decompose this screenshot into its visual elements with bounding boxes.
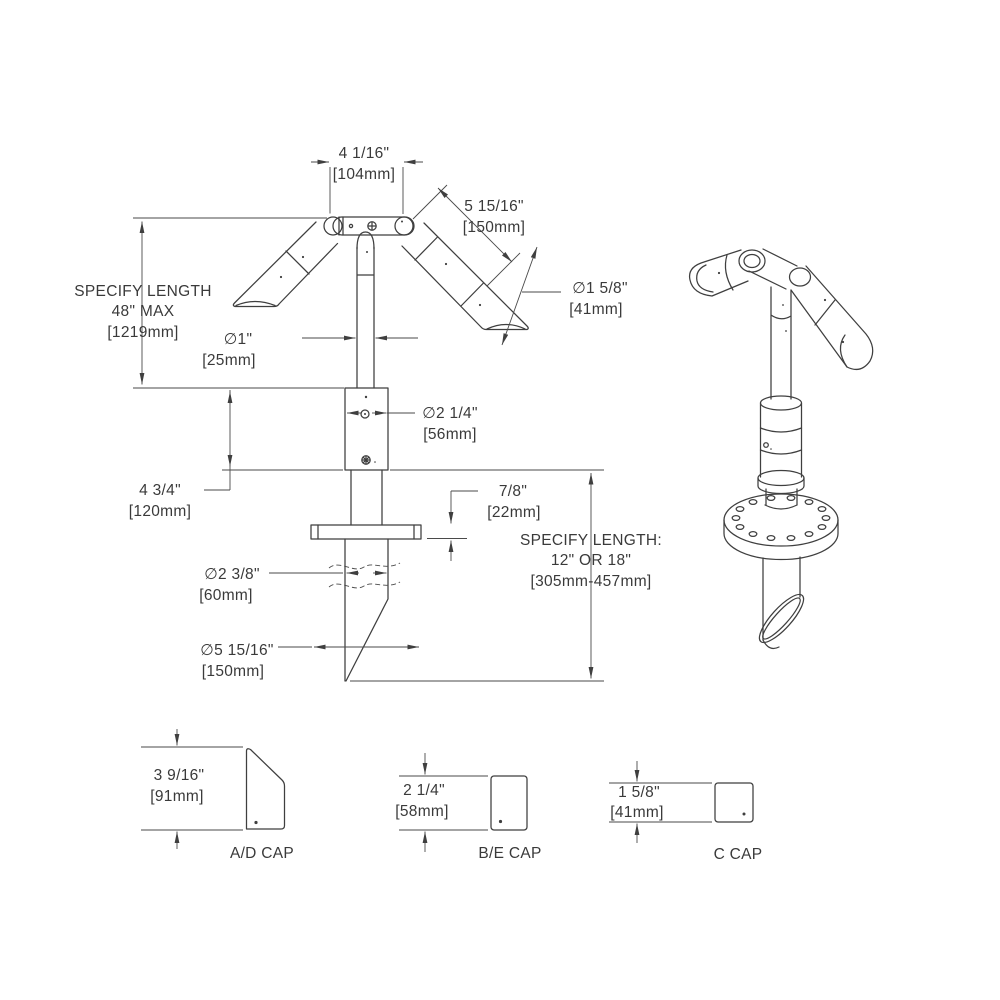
lower-tube [350,469,383,526]
dim-sleeve-dia-in: ∅2 1/4" [422,405,478,422]
cap-ad-dim-in: 3 9/16" [154,767,205,784]
dim-stake-len-2: 12" OR 18" [551,552,631,569]
cap-details: 3 9/16" [91mm] A/D CAP 2 1/4" [58mm] B/E… [141,729,762,863]
iso-flange [723,493,839,561]
left-arm [232,221,339,308]
dim-arm-dia-in: ∅1 5/8" [572,280,628,297]
dim-post-dia-mm: [25mm] [202,352,255,369]
dimension-labels: 4 1/16" [104mm] 5 15/16" [150mm] ∅1 5/8"… [74,145,662,680]
dim-flange-dia-in: ∅5 15/16" [200,642,273,659]
dim-arm-length-in: 5 15/16" [464,198,524,215]
iso-stake [758,556,805,650]
dim-post-dia-in: ∅1" [224,331,253,348]
right-arm [401,222,529,331]
post-dome [356,231,375,250]
dim-post-length-3: [1219mm] [107,324,178,341]
dim-flange-thk-in: 7/8" [499,483,527,500]
dim-stake-dia-in: ∅2 3/8" [204,566,260,583]
cap-ad-label: A/D CAP [230,845,294,862]
cap-c: 1 5/8" [41mm] C CAP [609,761,762,863]
dim-top-width-in: 4 1/16" [339,145,390,162]
upper-post [356,246,375,389]
cap-be-dim-mm: [58mm] [395,803,448,820]
dim-arm-dia-mm: [41mm] [569,301,622,318]
front-view [232,216,529,682]
top-tee-bar [332,216,415,236]
dim-arm-length-mm: [150mm] [463,219,525,236]
cap-c-dim-mm: [41mm] [610,804,663,821]
cap-c-label: C CAP [714,846,763,863]
cap-c-dim-in: 1 5/8" [618,784,660,801]
dim-post-length-1: SPECIFY LENGTH [74,283,211,300]
dim-post-length-2: 48" MAX [112,303,175,320]
dim-stake-len-1: SPECIFY LENGTH: [520,532,662,549]
cap-be-label: B/E CAP [478,845,541,862]
cap-ad-dim-mm: [91mm] [150,788,203,805]
dimensions [133,159,604,682]
dim-sleeve-len-mm: [120mm] [129,503,191,520]
dim-flange-dia-mm: [150mm] [202,663,264,680]
dim-stake-dia-mm: [60mm] [199,587,252,604]
cap-be: 2 1/4" [58mm] B/E CAP [395,753,541,862]
dim-sleeve-dia-mm: [56mm] [423,426,476,443]
cap-be-dim-in: 2 1/4" [403,782,445,799]
cap-ad: 3 9/16" [91mm] A/D CAP [141,729,294,862]
dim-flange-thk-mm: [22mm] [487,504,540,521]
dim-sleeve-len-in: 4 3/4" [139,482,181,499]
dim-top-width-mm: [104mm] [333,166,395,183]
dim-stake-len-3: [305mm-457mm] [530,573,651,590]
pivot-screw [367,221,377,231]
adapter-sleeve [344,387,389,471]
isometric-view [688,248,874,650]
ground-stake [328,538,401,682]
ground-flange [310,524,422,540]
